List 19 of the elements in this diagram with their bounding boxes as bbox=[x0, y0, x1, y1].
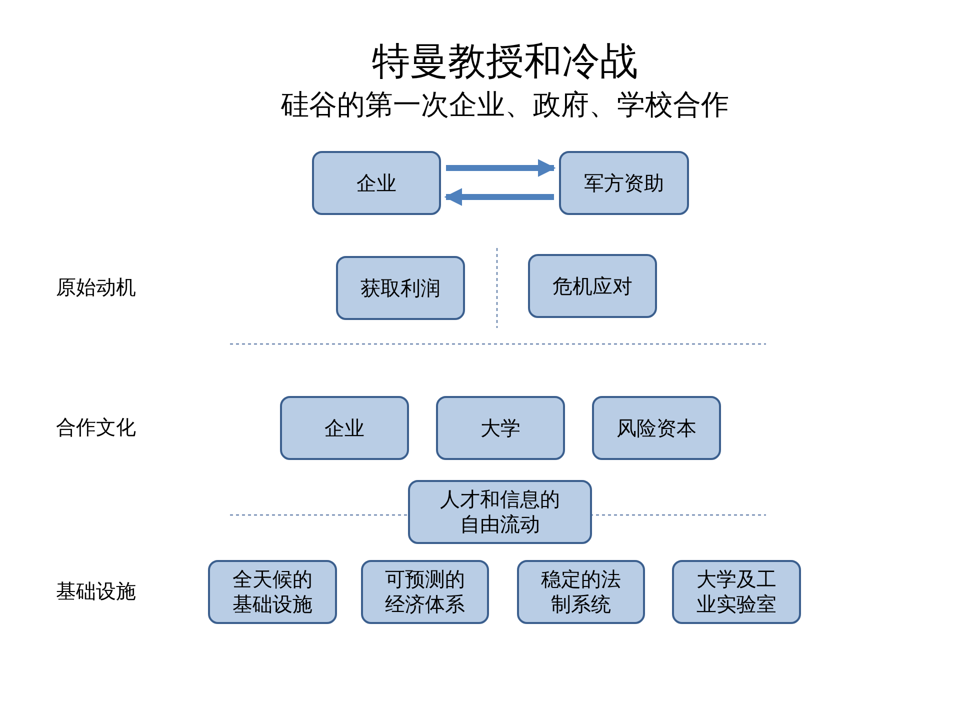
process-box: 可预测的经济体系 bbox=[361, 560, 489, 624]
process-box: 企业 bbox=[312, 151, 441, 215]
process-box: 大学 bbox=[436, 396, 565, 460]
process-box: 全天候的基础设施 bbox=[208, 560, 337, 624]
process-box: 稳定的法制系统 bbox=[517, 560, 645, 624]
title: 特曼教授和冷战 bbox=[371, 38, 639, 85]
process-box: 人才和信息的自由流动 bbox=[408, 480, 592, 544]
row-label: 原始动机 bbox=[56, 274, 137, 301]
process-box: 企业 bbox=[280, 396, 409, 460]
process-box: 危机应对 bbox=[528, 254, 657, 318]
subtitle: 硅谷的第一次企业、政府、学校合作 bbox=[280, 87, 730, 123]
arrow bbox=[446, 159, 556, 177]
arrow bbox=[444, 188, 554, 206]
process-box: 获取利润 bbox=[336, 256, 465, 320]
row-label: 合作文化 bbox=[56, 414, 137, 441]
process-box: 大学及工业实验室 bbox=[672, 560, 801, 624]
row-label: 基础设施 bbox=[56, 578, 137, 605]
process-box: 风险资本 bbox=[592, 396, 721, 460]
process-box: 军方资助 bbox=[559, 151, 689, 215]
